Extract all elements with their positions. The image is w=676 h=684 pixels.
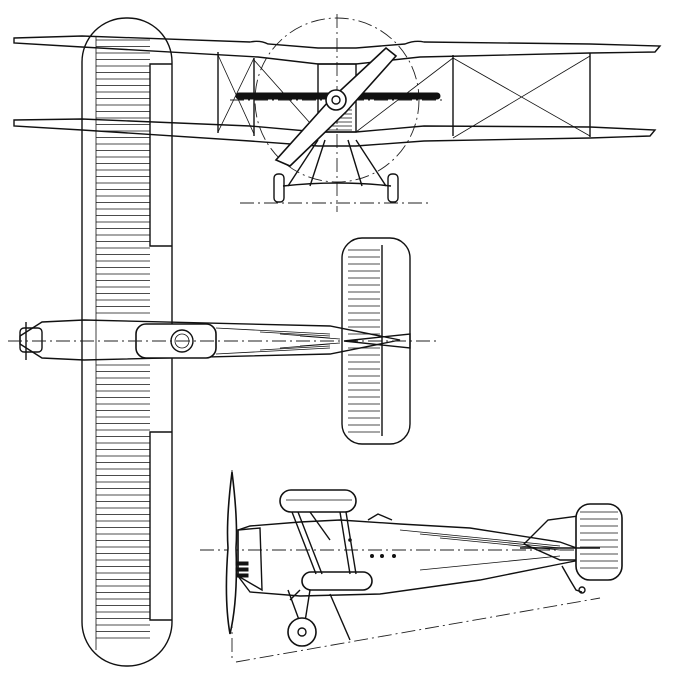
side-groundline	[235, 597, 601, 663]
front-lower-wing	[13, 118, 657, 147]
side-rudder	[575, 503, 623, 581]
front-view	[13, 14, 662, 212]
plan-engine-cowl	[19, 327, 43, 353]
side-interplane-struts	[291, 511, 357, 575]
front-landing-gear	[273, 139, 399, 203]
side-view	[200, 470, 623, 663]
side-exhaust-ports	[235, 561, 249, 578]
plan-wing-ribs	[96, 39, 150, 639]
plan-view	[8, 17, 440, 667]
plan-tail-ribs	[348, 249, 380, 433]
side-windscreen	[367, 513, 393, 521]
front-spinner	[325, 89, 347, 111]
side-fuselage-dots	[348, 538, 396, 558]
side-engine-cowl	[237, 527, 263, 592]
front-hub	[331, 95, 341, 105]
plan-ailerons	[149, 63, 172, 621]
side-wheel-hub	[297, 627, 307, 637]
side-lower-wing	[301, 571, 373, 591]
side-tailskid-shoe	[578, 586, 586, 594]
plan-fin-top	[343, 333, 411, 349]
plan-fuselage-longerons	[215, 327, 341, 355]
side-rudder-ribs	[580, 511, 618, 569]
plan-fuselage	[19, 319, 401, 361]
front-upper-wing	[13, 35, 662, 65]
side-rear-strut	[329, 593, 351, 641]
side-wheel	[287, 617, 317, 647]
side-upper-wing	[279, 489, 357, 513]
side-propeller	[225, 471, 238, 635]
side-fuselage-longerons	[399, 529, 561, 571]
